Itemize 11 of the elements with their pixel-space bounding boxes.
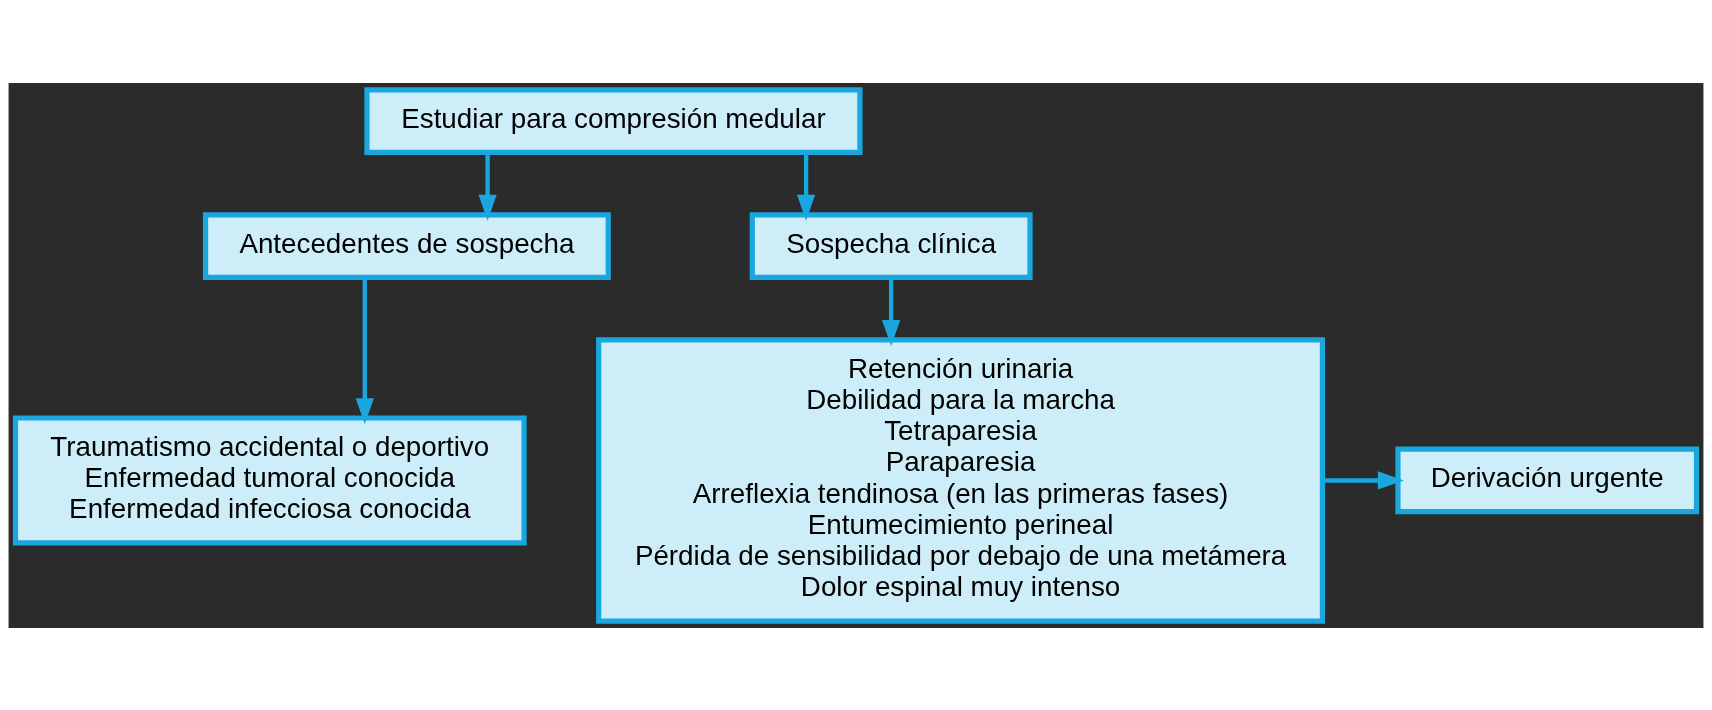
node-box: Estudiar para compresión medular [364, 86, 863, 155]
arrow [478, 152, 497, 221]
arrow [1322, 470, 1404, 490]
arrow [882, 277, 901, 346]
node-box: Antecedentes de sospecha [202, 211, 611, 280]
arrow [796, 152, 816, 221]
node-box: Derivación urgente [1395, 446, 1700, 514]
node-box: Retención urinaria Debilidad para la marcha Tetraparesia Paraparesia Arreflexia tendinosa (en las primeras fases) Entumecimiento perineal Pérdida de sensibilidad por debajo de una metámera Dolor espinal muy intenso [596, 336, 1326, 624]
node-box: Sospecha clínica [749, 211, 1033, 280]
node-box: Traumatismo accidental o deportivo Enfermedad tumoral conocida Enfermedad infecciosa conocida [12, 414, 527, 546]
arrow [355, 277, 374, 424]
